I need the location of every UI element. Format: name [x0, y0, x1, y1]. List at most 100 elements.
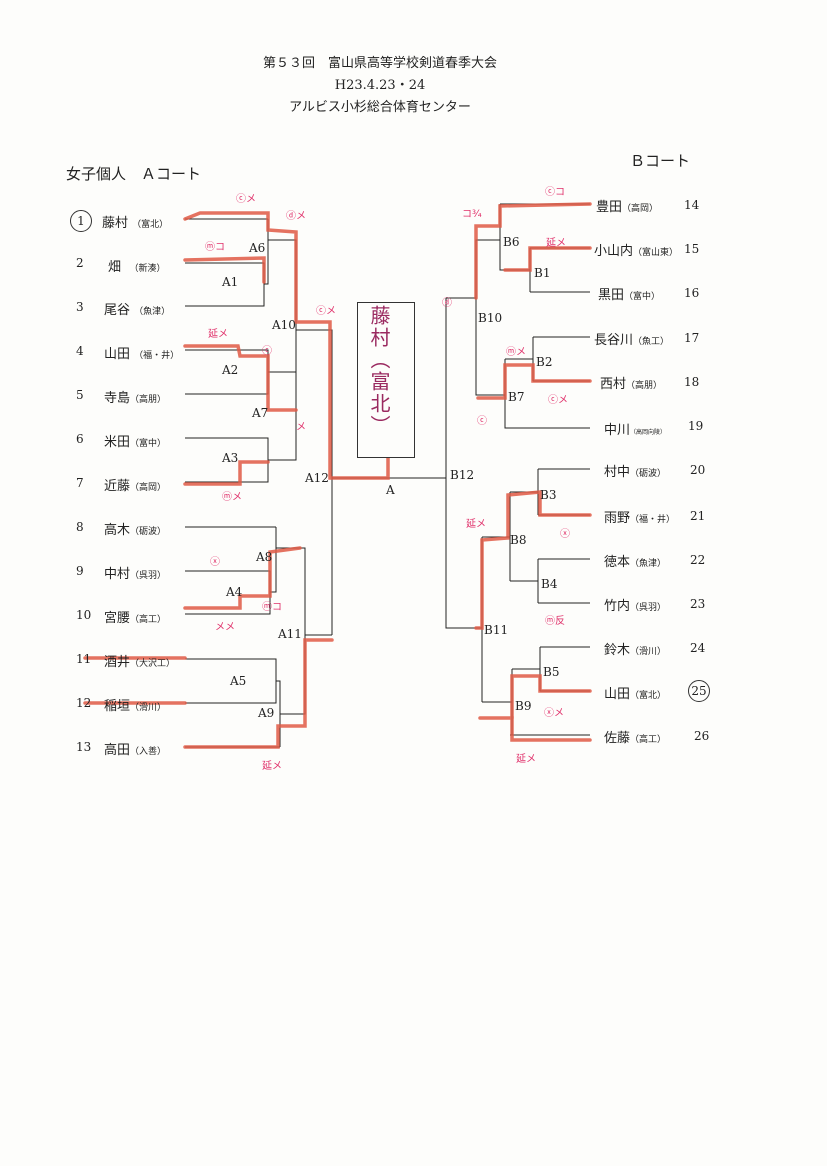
- score-annotation: ⓒ: [477, 416, 487, 427]
- match-label: A4: [226, 585, 243, 599]
- match-label: A9: [258, 706, 275, 720]
- player-entry: 米田（富中）: [104, 435, 167, 450]
- score-annotation: ⓒコ: [545, 187, 565, 198]
- player-entry: 鈴木（滑川）: [604, 643, 667, 658]
- player-number: 9: [76, 564, 84, 578]
- match-label: B12: [450, 468, 475, 482]
- player-number: 1: [70, 210, 92, 232]
- match-label: B9: [515, 699, 532, 713]
- player-entry: 長谷川（魚工）: [594, 333, 670, 348]
- player-entry: 山田（富北）: [604, 687, 667, 702]
- player-number: 20: [690, 463, 706, 477]
- tournament-title: 第５３回 富山県高等学校剣道春季大会: [262, 56, 497, 71]
- player-number: 15: [684, 242, 700, 256]
- match-label: B7: [508, 390, 525, 404]
- score-annotation: 延メ: [546, 238, 566, 249]
- match-label: B10: [478, 311, 503, 325]
- match-label: A12: [305, 471, 329, 485]
- score-annotation: ⓜ反: [545, 616, 565, 627]
- score-annotation: 延メ: [208, 329, 228, 340]
- score-annotation: ⓧ: [560, 529, 570, 540]
- score-annotation: 延メ: [466, 519, 486, 530]
- match-label: B5: [543, 665, 560, 679]
- player-number: 22: [690, 553, 706, 567]
- score-annotation: ⓒメ: [548, 395, 568, 406]
- player-number: 21: [690, 509, 706, 523]
- score-annotation: ⓒメ: [236, 194, 256, 205]
- score-annotation: ⓜメ: [222, 492, 242, 503]
- player-number: 8: [76, 520, 84, 534]
- match-label: A3: [222, 451, 239, 465]
- player-number: 17: [684, 331, 700, 345]
- score-annotation: ⓜコ: [262, 602, 282, 613]
- player-entry: 酒井（大沢工）: [104, 655, 176, 670]
- player-entry: 尾谷 （魚津）: [104, 303, 171, 318]
- tournament-venue: アルビス小杉総合体育センター: [289, 100, 471, 115]
- player-number: 7: [76, 476, 84, 490]
- player-number: 14: [684, 198, 700, 212]
- player-entry: 畑 （新湊）: [108, 260, 166, 275]
- player-entry: 高田（入善）: [104, 743, 167, 758]
- player-entry: 黒田（富中）: [598, 288, 661, 303]
- player-number: 4: [76, 344, 84, 358]
- match-label: A5: [230, 674, 247, 688]
- player-entry: 山田 （福・井）: [104, 347, 180, 362]
- match-label: B4: [541, 577, 558, 591]
- player-entry: 高木（砺波）: [104, 523, 167, 538]
- match-label: A10: [272, 318, 296, 332]
- court-b-title: Ｂコート: [630, 152, 691, 170]
- match-label: A7: [252, 406, 269, 420]
- score-annotation: ⓧメ: [544, 708, 564, 719]
- player-entry: 小山内（富山東）: [594, 244, 679, 259]
- player-number: 12: [76, 696, 92, 710]
- score-annotation: ⓓメ: [286, 211, 306, 222]
- player-entry: 藤村 （富北）: [102, 216, 169, 231]
- score-annotation: 延メ: [262, 761, 282, 772]
- player-entry: 近藤（高岡）: [104, 479, 167, 494]
- match-label: B8: [510, 533, 527, 547]
- player-number: 13: [76, 740, 92, 754]
- match-label: A1: [222, 275, 239, 289]
- player-entry: 村中（砺波）: [604, 465, 667, 480]
- player-entry: 徳本（魚津）: [604, 555, 667, 570]
- player-entry: 竹内（呉羽）: [604, 599, 667, 614]
- player-number: 25: [688, 680, 710, 702]
- player-number: 23: [690, 597, 706, 611]
- court-a-title: 女子個人 Ａコート: [66, 165, 202, 183]
- match-label: A8: [256, 550, 273, 564]
- match-label: B11: [484, 623, 509, 637]
- score-annotation: メ: [296, 422, 306, 433]
- player-entry: 豊田（高岡）: [596, 200, 659, 215]
- tournament-date: H23.4.23・24: [334, 78, 426, 93]
- player-number: 11: [76, 652, 92, 666]
- match-label: B6: [503, 235, 520, 249]
- player-number: 2: [76, 256, 84, 270]
- player-entry: 中川（高岡向陵）: [604, 423, 667, 438]
- player-entry: 稲垣（滑川）: [104, 699, 167, 714]
- player-entry: 宮腰（高工）: [104, 611, 167, 626]
- player-number: 19: [688, 419, 704, 433]
- player-number: 18: [684, 375, 700, 389]
- score-annotation: 延メ: [516, 754, 536, 765]
- player-entry: 佐藤（高工）: [604, 731, 667, 746]
- score-annotation: コ¾: [462, 209, 482, 220]
- match-label: A2: [222, 363, 239, 377]
- match-label: B1: [534, 266, 551, 280]
- champion-box: [357, 302, 415, 458]
- champion-name: 藤村（富北）: [367, 305, 391, 437]
- score-annotation: ⓧ: [210, 557, 220, 568]
- player-number: 3: [76, 300, 84, 314]
- player-number: 24: [690, 641, 706, 655]
- score-annotation: ⓜメ: [506, 347, 526, 358]
- player-number: 26: [694, 729, 710, 743]
- score-annotation: ⓒ: [262, 346, 272, 357]
- score-annotation: ⓒメ: [316, 306, 336, 317]
- player-number: 16: [684, 286, 700, 300]
- score-annotation: メメ: [215, 622, 235, 633]
- match-label: B2: [536, 355, 553, 369]
- match-label: A6: [249, 241, 266, 255]
- player-number: 10: [76, 608, 92, 622]
- player-entry: 雨野（福・井）: [604, 511, 676, 526]
- player-entry: 西村（高朋）: [600, 377, 663, 392]
- player-number: 6: [76, 432, 84, 446]
